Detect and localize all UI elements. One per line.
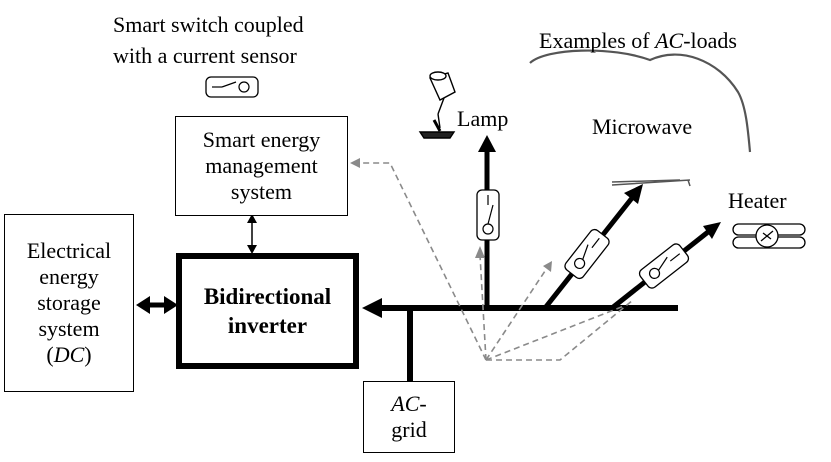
lamp-label: Lamp <box>457 106 509 131</box>
heater-arrowhead <box>703 222 721 239</box>
microwave-icon <box>611 179 691 187</box>
sems-signal-arrowhead <box>350 158 360 168</box>
sems-line1: Smart energy <box>202 127 321 152</box>
microwave-switch-icon <box>564 228 610 280</box>
storage-arrowhead <box>136 296 150 314</box>
sems-box: Smart energy management system <box>175 116 348 216</box>
grid-suffix: - <box>419 391 427 416</box>
inverter-arrowhead <box>164 296 178 314</box>
microwave-label: Microwave <box>592 114 693 139</box>
heater-label: Heater <box>728 188 787 213</box>
inverter-line1: Bidirectional <box>203 284 332 309</box>
inverter-line2: inverter <box>227 313 308 338</box>
microwave-arrowhead <box>624 184 643 204</box>
loads-caption-suffix: -loads <box>683 28 737 53</box>
grid-box: AC- grid <box>363 381 455 453</box>
storage-line2: energy <box>39 264 99 289</box>
storage-line4: system <box>38 316 100 341</box>
storage-dc: DC <box>53 342 85 367</box>
storage-dc-close: ) <box>84 342 92 367</box>
lamp-icon <box>418 71 456 139</box>
sems-line2: management <box>205 153 318 178</box>
lamp-switch-icon <box>476 189 500 241</box>
sensor-signal-lines <box>357 162 634 361</box>
sems-line3: system <box>230 179 293 204</box>
smart-switch-legend-icon <box>205 76 259 98</box>
loads-caption-prefix: Examples of <box>539 28 656 53</box>
switch-caption-line2: with a current sensor <box>113 43 297 68</box>
loads-caption: Examples of AC-loads <box>539 28 737 54</box>
grid-var: AC <box>391 391 420 416</box>
lamp-arrowhead <box>478 135 496 152</box>
inverter-box: Bidirectional inverter <box>176 253 359 369</box>
bus-arrowhead <box>362 298 382 318</box>
heater-switch-icon <box>638 243 690 289</box>
sems-arrowhead <box>247 214 257 223</box>
heater-icon <box>732 223 806 249</box>
inverter-top-arrowhead <box>247 245 257 254</box>
storage-line1: Electrical <box>26 238 112 263</box>
switch-caption-line1: Smart switch coupled <box>113 12 304 37</box>
storage-line3: storage <box>37 290 101 315</box>
storage-dc-open: ( <box>46 342 54 367</box>
loads-brace <box>529 49 752 153</box>
lamp-signal-arrowhead <box>475 246 485 258</box>
loads-caption-var: AC <box>655 28 684 53</box>
storage-box: Electrical energy storage system (DC) <box>4 214 134 392</box>
microwave-signal-arrowhead <box>543 261 552 272</box>
grid-line2-label: grid <box>391 417 427 442</box>
